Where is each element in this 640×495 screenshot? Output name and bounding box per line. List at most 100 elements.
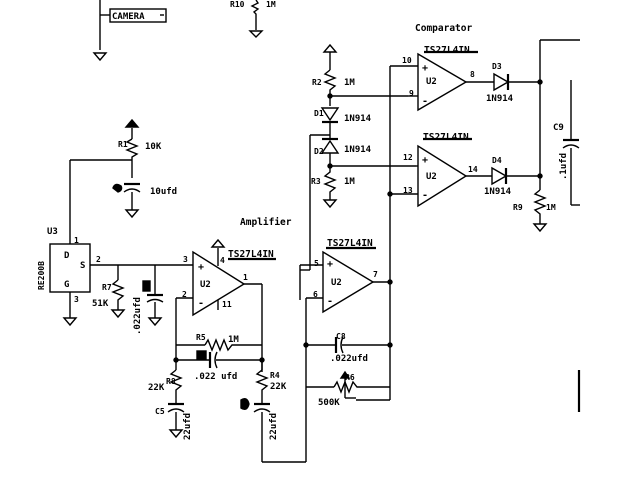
- c3-marker: [142, 280, 151, 292]
- diode-d3: D3 1N914: [486, 62, 540, 104]
- pin-d-label: D: [64, 251, 70, 261]
- r9-value: 1M: [546, 203, 556, 212]
- mid-pin7: 7: [373, 270, 378, 279]
- ground-symbol: [92, 52, 108, 62]
- mid-pin6: 6: [313, 290, 318, 299]
- top-pin10: 10: [402, 56, 412, 65]
- mid-u2-label: U2: [331, 278, 342, 288]
- r8-label: R8: [166, 377, 176, 386]
- resistor-r1: R1 10K 10ufd: [112, 118, 177, 219]
- capacitor-c5: C5 22ufd: [155, 398, 193, 440]
- d4-label: D4: [492, 156, 502, 165]
- low-pin13: 13: [403, 186, 413, 195]
- resistor-r8: 22K R8: [148, 360, 183, 398]
- r4-value: 22K: [270, 382, 287, 392]
- r4-label: R4: [270, 371, 280, 380]
- amp-minus: -: [198, 298, 204, 309]
- r10-value: 1M: [266, 0, 276, 9]
- camera-label: CAMERA: [112, 12, 145, 22]
- re200b-label: RE200B: [37, 261, 46, 290]
- mid-part: TS27L4IN: [327, 238, 373, 249]
- amplifier-title: Amplifier: [240, 217, 292, 228]
- r8-value: 22K: [148, 383, 165, 393]
- capacitor-c6: 22ufd: [240, 397, 306, 463]
- resistor-r5: R5 1M: [176, 333, 262, 352]
- resistor-r7: R7 51K: [92, 265, 126, 319]
- top-pin8: 8: [470, 70, 475, 79]
- capacitor-c7: C8 .022ufd: [303, 332, 393, 364]
- r3-value: 1M: [344, 177, 355, 187]
- pin-2: 2: [96, 255, 101, 264]
- opamp-comparator-top: + - U2 10 9 8 TS27L4IN: [389, 45, 494, 282]
- pin-g-label: G: [64, 280, 69, 290]
- amp-plus: +: [198, 262, 204, 273]
- c6-value: 22ufd: [269, 413, 279, 440]
- c9-value: .1ufd: [559, 153, 569, 180]
- amp-pin1: 1: [243, 273, 248, 282]
- r2-value: 1M: [344, 78, 355, 88]
- amp-pin11: 11: [222, 300, 232, 309]
- d2-part: 1N914: [344, 145, 372, 155]
- c4-marker: [196, 350, 207, 360]
- opamp-amplifier: + - U2 3 2 4 11 1 TS27L4IN Amplifier: [175, 217, 292, 372]
- r6-value: 500K: [318, 398, 340, 408]
- r3-label: R3: [311, 177, 321, 186]
- opamp-middle: + - U2 5 6 7 TS27L4IN: [299, 238, 393, 462]
- amp-pin2: 2: [182, 290, 187, 299]
- d3-part: 1N914: [486, 94, 514, 104]
- c3-value: .022ufd: [133, 297, 143, 335]
- output-bus: R9 1M: [513, 39, 580, 233]
- r6-label: R6: [345, 373, 355, 382]
- mid-minus: -: [327, 296, 333, 307]
- c4-value: .022 ufd: [194, 372, 237, 382]
- amp-part: TS27L4IN: [228, 249, 274, 260]
- low-pin12: 12: [403, 153, 413, 162]
- amp-pin3: 3: [183, 255, 188, 264]
- r2-label: R2: [312, 78, 322, 87]
- top-part: TS27L4IN: [424, 45, 470, 56]
- top-u2-label: U2: [426, 77, 437, 87]
- r5-value: 1M: [228, 335, 239, 345]
- u3-label: U3: [47, 227, 58, 237]
- c6-marker: [240, 397, 250, 411]
- c7-value: .022ufd: [330, 354, 368, 364]
- low-plus: +: [422, 155, 428, 166]
- r9-label: R9: [513, 203, 523, 212]
- mid-pin5: 5: [314, 259, 319, 268]
- top-pin9: 9: [409, 89, 414, 98]
- mid-plus: +: [327, 259, 333, 270]
- pin-1: 1: [74, 236, 79, 245]
- c5-label: C5: [155, 407, 165, 416]
- resistor-r6: R6 500K: [306, 282, 391, 408]
- resistor-r10-partial: R10 1M: [230, 0, 276, 38]
- amp-u2-label: U2: [200, 280, 211, 290]
- low-part: TS27L4IN: [423, 132, 469, 143]
- d4-part: 1N914: [484, 187, 512, 197]
- top-plus: +: [422, 63, 428, 74]
- sensor-u3: D S G U3 RE200B 1 2 3: [37, 159, 193, 327]
- r1-label: R1: [118, 140, 128, 149]
- diode-d4: D4 1N914: [484, 156, 540, 197]
- low-u2-label: U2: [426, 172, 437, 182]
- r10-label: R10: [230, 0, 245, 9]
- c1-marker: [112, 183, 123, 193]
- capacitor-c9: C9 .1ufd: [553, 80, 580, 206]
- pin-3: 3: [74, 295, 79, 304]
- low-minus: -: [422, 190, 428, 201]
- d1-part: 1N914: [344, 114, 372, 124]
- pin-s-label: S: [80, 261, 85, 271]
- divider-string: R2 1M D1 1N914 D2 1N914 R3 1M: [300, 43, 416, 271]
- resistor-r4: R4 22K: [255, 360, 287, 400]
- r1-value: 10K: [145, 142, 162, 152]
- capacitor-c3: .022ufd: [133, 265, 164, 335]
- r5-label: R5: [196, 333, 206, 342]
- comparator-title: Comparator: [415, 23, 472, 34]
- amp-pin4: 4: [220, 256, 225, 265]
- d2-label: D2: [314, 147, 324, 156]
- d3-label: D3: [492, 62, 502, 71]
- camera-bus: CAMERA: [92, 0, 167, 62]
- capacitor-c4: .022 ufd: [173, 350, 265, 382]
- opamp-comparator-lower: + - U2 12 13 14 TS27L4IN: [387, 132, 492, 208]
- d1-label: D1: [314, 109, 324, 118]
